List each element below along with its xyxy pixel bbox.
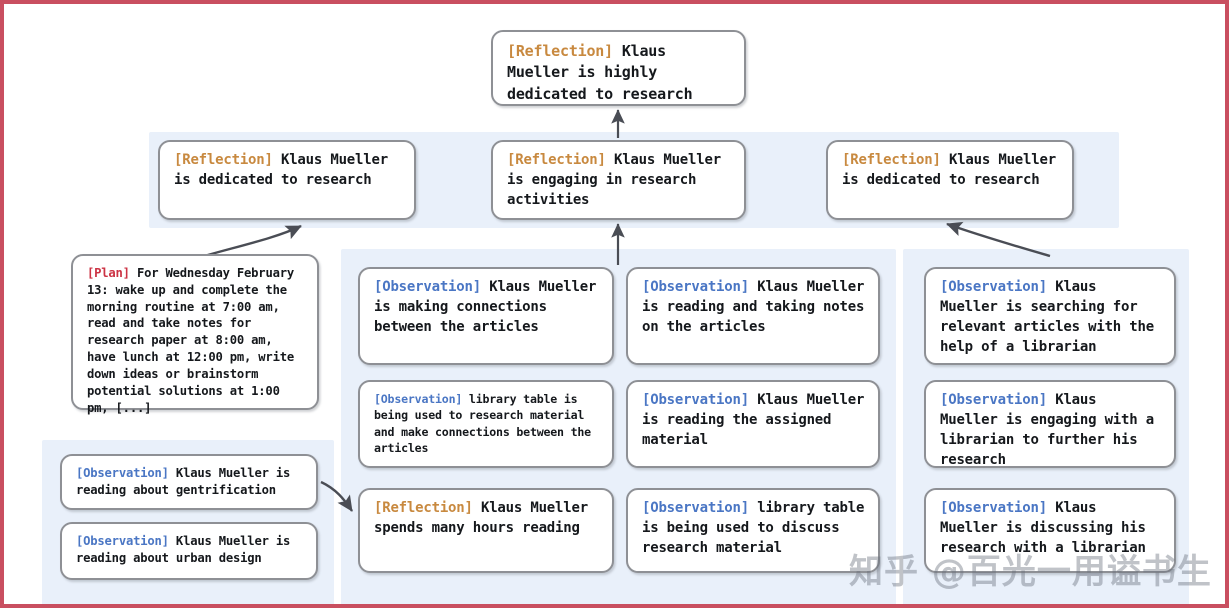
node-plan[interactable]: [Plan] For Wednesday February 13: wake u…: [71, 254, 319, 415]
node-text: Klaus Mueller is reading the assigned ma…: [642, 392, 873, 448]
node-text: Klaus Mueller is making connections betw…: [374, 279, 605, 335]
node-tag: [Observation]: [940, 500, 1047, 516]
node-observation-right-1[interactable]: [Observation] Klaus Mueller is searching…: [924, 267, 1176, 365]
node-tag: [Observation]: [940, 279, 1047, 295]
node-observation-center-3[interactable]: [Observation] library table is being use…: [626, 488, 880, 573]
node-observation-center-2[interactable]: [Observation] Klaus Mueller is reading t…: [626, 380, 880, 468]
watermark: 知乎 @百光一用谥书生: [849, 552, 1212, 592]
node-text: library table is being used to discuss r…: [642, 500, 873, 556]
node-text: Klaus Mueller is engaging with a librari…: [940, 392, 1163, 468]
node-tag: [Reflection]: [842, 152, 941, 168]
node-tag: [Observation]: [642, 279, 749, 295]
node-reflection-right[interactable]: [Reflection] Klaus Mueller is dedicated …: [826, 140, 1074, 220]
node-text: Klaus Mueller spends many hours reading: [374, 500, 597, 536]
figure-canvas: [Reflection] Klaus Mueller is highly ded…: [4, 4, 1225, 604]
node-text: Klaus Mueller is searching for relevant …: [940, 279, 1163, 355]
node-tag: [Observation]: [374, 392, 463, 406]
node-tag: [Observation]: [940, 392, 1047, 408]
node-observation-right-3[interactable]: [Observation] Klaus Mueller is discussin…: [924, 488, 1176, 573]
node-text: Klaus Mueller is dedicated to research: [842, 152, 1065, 188]
node-observation-bottom-2[interactable]: [Observation] Klaus Mueller is reading a…: [60, 522, 318, 580]
node-tag: [Reflection]: [374, 500, 473, 516]
node-text: Klaus Mueller is reading about gentrific…: [76, 466, 298, 497]
node-text: Klaus Mueller is dedicated to research: [174, 152, 397, 188]
node-tag: [Reflection]: [174, 152, 273, 168]
node-tag: [Observation]: [642, 500, 749, 516]
node-observation-bottom-1[interactable]: [Observation] Klaus Mueller is reading a…: [60, 454, 318, 510]
node-text: library table is being used to research …: [374, 392, 598, 456]
node-tag: [Observation]: [642, 392, 749, 408]
node-text: Klaus Mueller is reading and taking note…: [642, 279, 873, 335]
node-tag: [Reflection]: [507, 152, 606, 168]
node-tag: [Observation]: [374, 279, 481, 295]
node-observation-center-1[interactable]: [Observation] Klaus Mueller is reading a…: [626, 267, 880, 365]
node-reflection-left[interactable]: [Reflection] Klaus Mueller is dedicated …: [158, 140, 416, 220]
node-text: Klaus Mueller is reading about urban des…: [76, 534, 298, 565]
node-text: Klaus Mueller is discussing his research…: [940, 500, 1154, 556]
node-reflection-middle[interactable]: [Reflection] Klaus Mueller is engaging i…: [491, 140, 746, 220]
node-observation-right-2[interactable]: [Observation] Klaus Mueller is engaging …: [924, 380, 1176, 468]
node-text: Klaus Mueller is highly dedicated to res…: [507, 42, 693, 103]
node-text: For Wednesday February 13: wake up and c…: [87, 266, 302, 415]
node-reflection-middle-3[interactable]: [Reflection] Klaus Mueller spends many h…: [358, 488, 614, 573]
node-observation-middle-2[interactable]: [Observation] library table is being use…: [358, 380, 614, 468]
node-observation-middle-1[interactable]: [Observation] Klaus Mueller is making co…: [358, 267, 614, 365]
node-tag: [Plan]: [87, 266, 130, 280]
node-tag: [Reflection]: [507, 42, 613, 60]
node-tag: [Observation]: [76, 534, 169, 548]
node-text: Klaus Mueller is engaging in research ac…: [507, 152, 730, 208]
node-tag: [Observation]: [76, 466, 169, 480]
node-reflection-top[interactable]: [Reflection] Klaus Mueller is highly ded…: [491, 30, 746, 106]
